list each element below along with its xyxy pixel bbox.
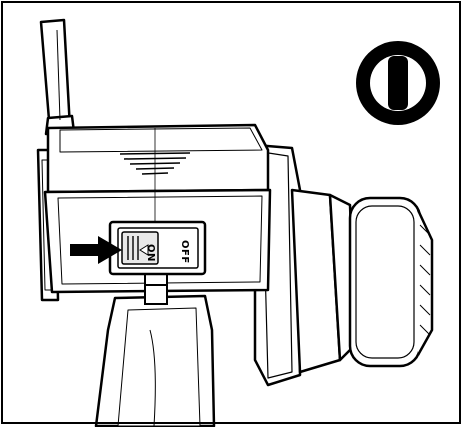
grip-handle bbox=[94, 294, 216, 427]
on-indicator-icon bbox=[139, 244, 149, 256]
switch-off-label: OFF bbox=[179, 240, 190, 264]
antenna bbox=[39, 18, 76, 136]
switch-on-label: ON bbox=[145, 244, 156, 262]
power-switch[interactable]: ON OFF bbox=[108, 220, 207, 276]
steering-wheel-unit bbox=[290, 188, 434, 374]
switch-slider[interactable] bbox=[121, 231, 159, 265]
arrow-right-icon bbox=[70, 236, 122, 264]
power-symbol-icon bbox=[356, 41, 440, 125]
trigger-neck bbox=[144, 271, 168, 305]
